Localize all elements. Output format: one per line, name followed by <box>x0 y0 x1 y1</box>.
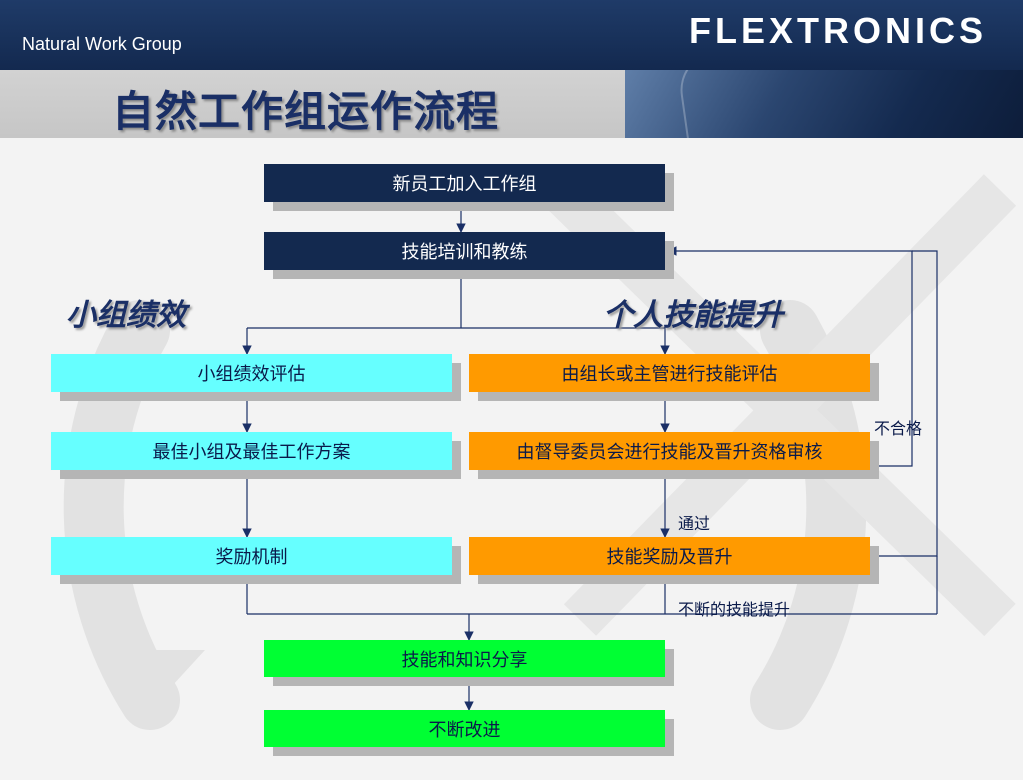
box-knowledge-sharing: 技能和知识分享 <box>264 640 665 677</box>
box-reward-mechanism: 奖励机制 <box>51 537 452 575</box>
heading-personal-skill: 个人技能提升 <box>603 298 783 333</box>
box-committee-review: 由督导委员会进行技能及晋升资格审核 <box>469 432 870 470</box>
page-title: 自然工作组运作流程 <box>112 87 500 136</box>
label-pass: 通过 <box>678 514 711 533</box>
box-continuous-improvement: 不断改进 <box>264 710 665 747</box>
label-fail: 不合格 <box>874 419 923 438</box>
flextronics-logo: FLEXTRONICS <box>688 10 987 51</box>
box-skill-promotion: 技能奖励及晋升 <box>469 537 870 575</box>
box-group-evaluation: 小组绩效评估 <box>51 354 452 392</box>
heading-group-performance: 小组绩效 <box>66 298 186 333</box>
connector-continuous-loop <box>870 250 938 557</box>
title-band <box>0 70 625 138</box>
label-continuous-improvement: 不断的技能提升 <box>678 600 791 619</box>
brand-subtitle: Natural Work Group <box>22 34 182 54</box>
box-join-group: 新员工加入工作组 <box>264 164 665 202</box>
connector-fail-loop <box>667 246 913 467</box>
box-skill-training: 技能培训和教练 <box>264 232 665 270</box>
header-bar <box>0 0 1023 70</box>
box-leader-evaluation: 由组长或主管进行技能评估 <box>469 354 870 392</box>
box-best-group: 最佳小组及最佳工作方案 <box>51 432 452 470</box>
header-photo <box>625 70 1023 138</box>
